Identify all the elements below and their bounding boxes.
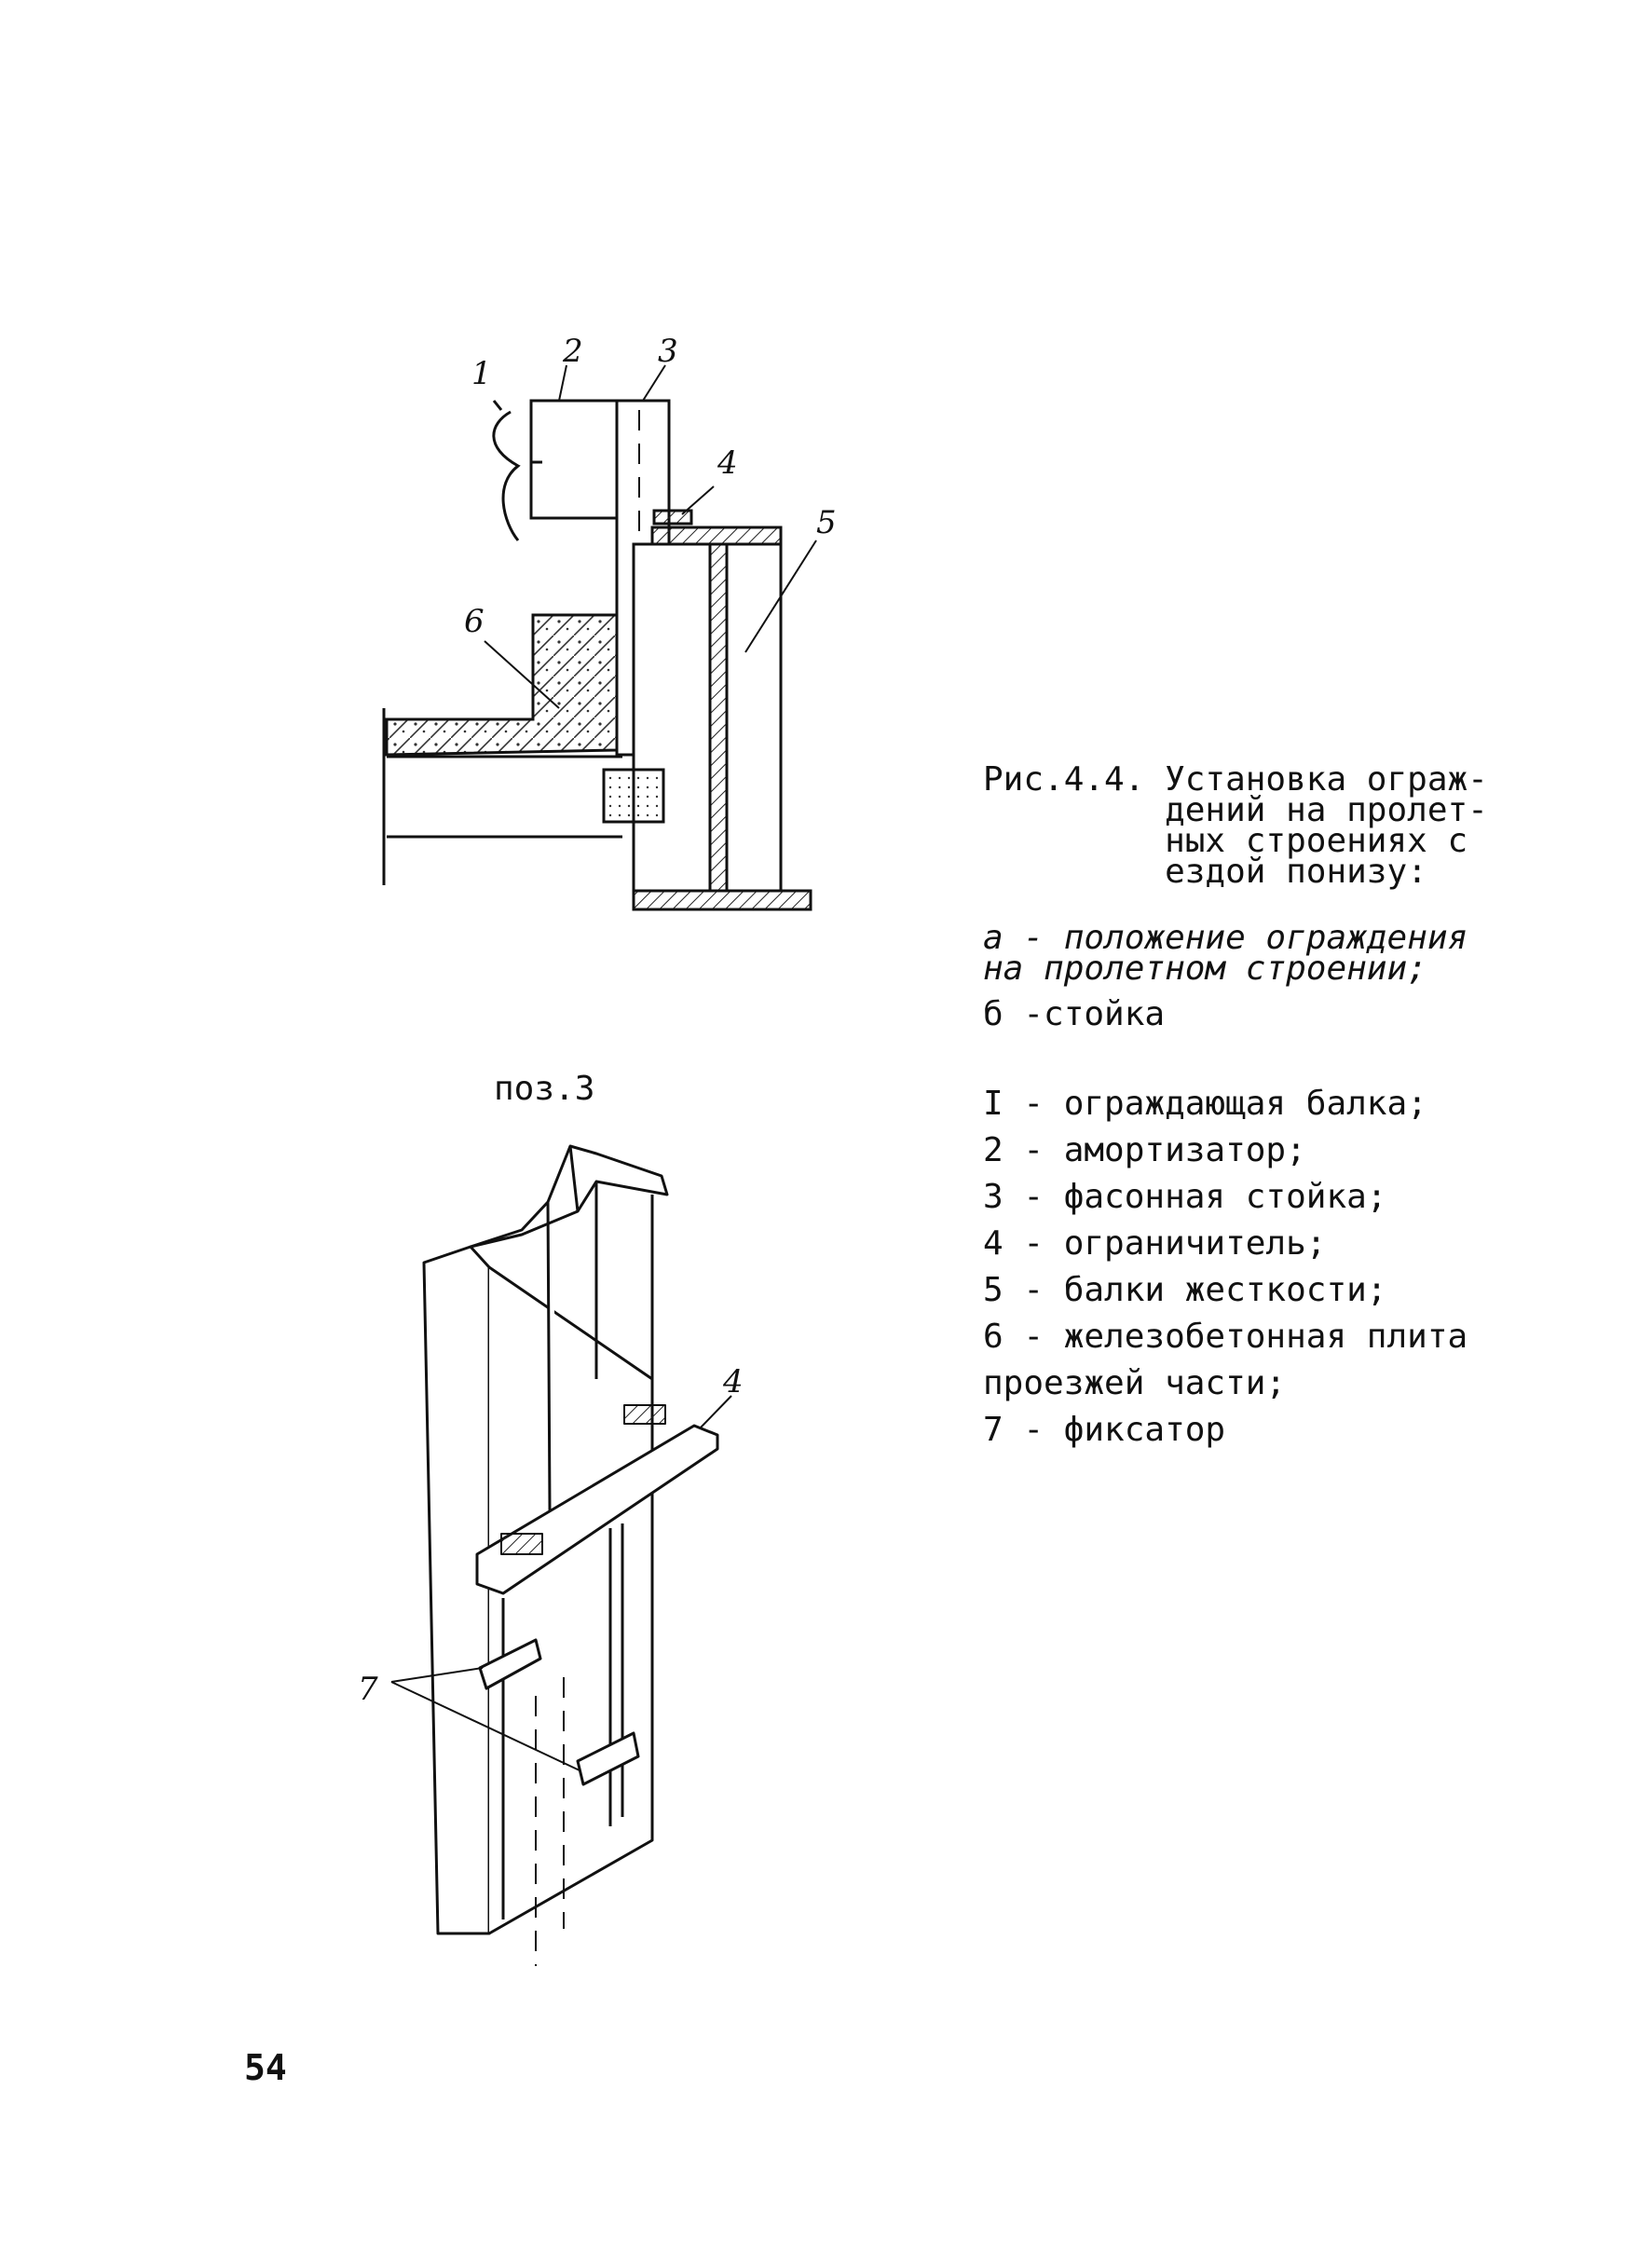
caption-sub-b: б -стойка: [983, 995, 1166, 1033]
callout-5: 5: [816, 504, 837, 541]
legend-item: 3 - фасонная стойка;: [983, 1178, 1387, 1216]
stiffening-web: [632, 542, 783, 893]
legend-item: проезжей части;: [983, 1364, 1287, 1402]
post-drawing: 4 7: [358, 1144, 744, 1966]
fixator-1: [478, 1638, 542, 1690]
legend-item: 4 - ограничитель;: [983, 1224, 1327, 1263]
guard-beam: [492, 410, 521, 541]
figure-caption: Рис.4.4. Установка ограж- дений на проле…: [983, 760, 1488, 891]
callout-4: 4: [717, 444, 738, 482]
callout-3: 3: [658, 333, 678, 370]
legend-list: I - ограждающая балка; 2 - амортизатор; …: [983, 1081, 1617, 1454]
callout-7: 7: [358, 1671, 378, 1708]
fixator-block: [602, 768, 665, 824]
limiter: [652, 509, 693, 526]
caption-sub-a: а - положение ограждения на пролетном ст…: [983, 919, 1468, 988]
callout-4b: 4: [722, 1363, 744, 1400]
legend-item: 6 - железобетонная плита: [983, 1318, 1468, 1356]
stiffening-flange-bottom: [632, 889, 812, 911]
legend-item: 5 - балки жесткости;: [983, 1271, 1387, 1309]
legend-item: I - ограждающая балка;: [983, 1085, 1427, 1123]
stiffening-flange-top: [650, 526, 783, 546]
callout-2: 2: [562, 333, 583, 370]
amortizer: [529, 399, 619, 520]
page-number: 54: [244, 2047, 287, 2088]
position-label: поз.3: [494, 1070, 595, 1108]
post-column: [422, 1245, 491, 1935]
callout-1: 1: [471, 355, 492, 392]
legend-item: 2 - амортизатор;: [983, 1131, 1306, 1169]
fixator-2: [576, 1731, 640, 1786]
section-drawing: 1 2 3 4 5 6: [382, 333, 837, 911]
callout-6: 6: [464, 603, 485, 640]
legend-item: 7 - фиксатор: [983, 1411, 1226, 1449]
post-channel: [469, 1144, 669, 1249]
deck-slab: [385, 613, 619, 757]
